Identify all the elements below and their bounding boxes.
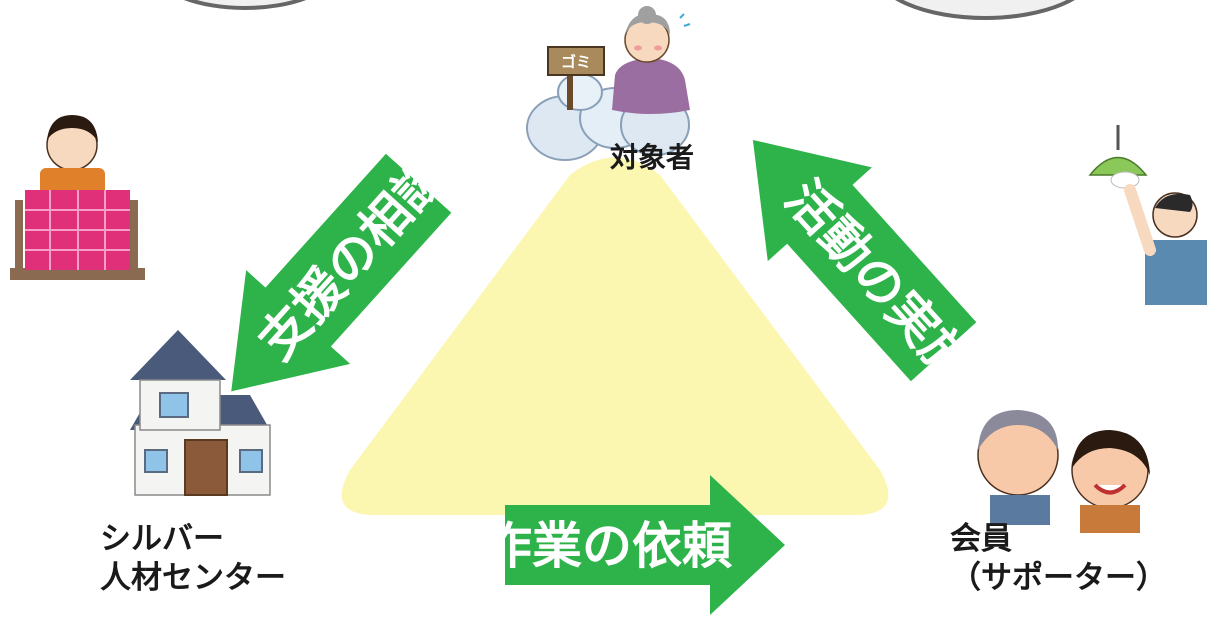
woman-quilting-icon [10,115,145,280]
garbage-sign-text: ゴミ [561,53,591,71]
arrow-activity-label: 活動の実施 [774,170,984,395]
node-center-label-line2: 人材センター [100,559,286,596]
decor-circle-left [183,0,307,10]
node-member-label-line2: （サポーター） [950,559,1167,596]
arrow-consult-label: 支援の相談 [247,146,457,371]
node-member-label: 会員 （サポーター） [950,520,1167,598]
house-icon [130,330,271,496]
senior-couple-icon [977,410,1150,533]
man-changing-lamp-icon [1088,125,1207,305]
node-center-label: シルバー 人材センター [100,520,286,598]
arrow-request: 作業の依頼 [482,475,785,615]
central-triangle [341,157,889,515]
node-member-label-line1: 会員 [950,521,1012,557]
node-target-label: 対象者 [610,141,695,174]
decor-circle-right [895,0,1075,20]
arrow-request-label: 作業の依頼 [482,517,733,575]
node-center-label-line1: シルバー [100,521,224,557]
elderly-woman-icon [612,6,691,114]
